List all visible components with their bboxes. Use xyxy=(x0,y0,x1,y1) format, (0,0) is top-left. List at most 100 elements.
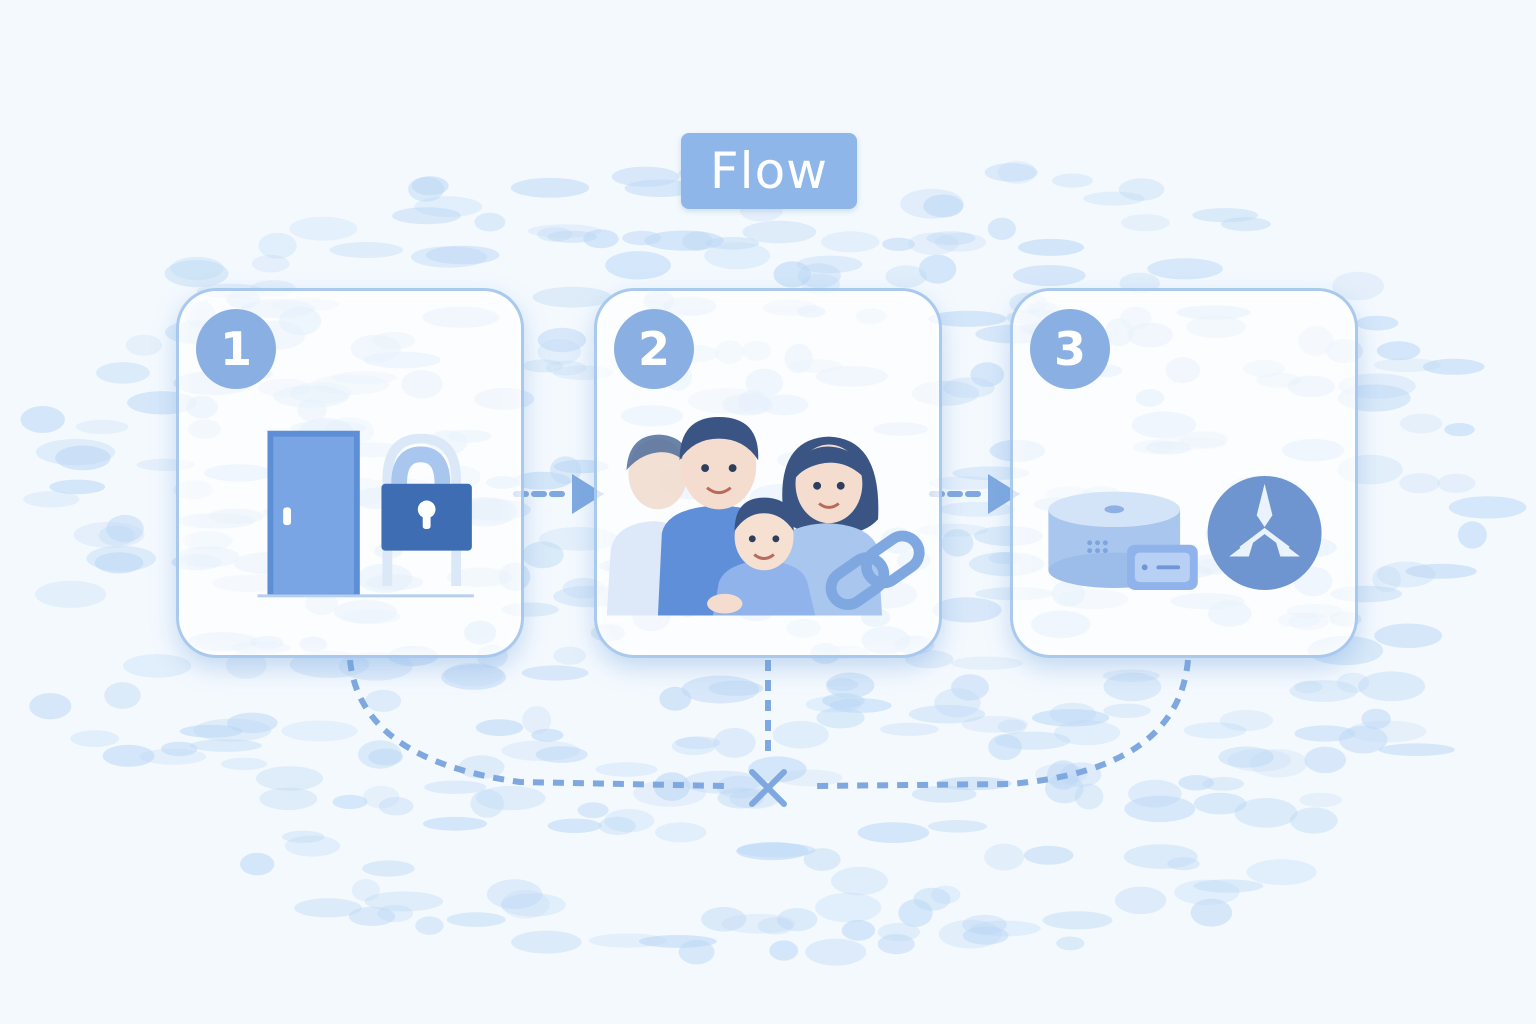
watercolor-blob xyxy=(1444,423,1475,437)
watercolor-blob xyxy=(70,730,119,747)
watercolor-blob xyxy=(704,242,771,270)
watercolor-blob xyxy=(527,224,602,238)
watercolor-blob xyxy=(1124,795,1196,823)
watercolor-blob xyxy=(1023,845,1074,865)
watercolor-blob xyxy=(796,255,863,273)
watercolor-blob xyxy=(918,254,957,284)
watercolor-blob xyxy=(797,263,841,288)
watercolor-blob xyxy=(104,682,141,709)
watercolor-blob xyxy=(624,179,696,198)
watercolor-blob xyxy=(961,715,1028,733)
watercolor-blob xyxy=(1060,762,1102,788)
step-card-2: 2 xyxy=(594,288,942,658)
watercolor-blob xyxy=(1083,191,1145,206)
watercolor-blob xyxy=(877,934,915,955)
watercolor-blob xyxy=(106,514,144,543)
watercolor-blob xyxy=(988,734,1022,761)
watercolor-blob xyxy=(1234,798,1298,828)
watercolor-blob xyxy=(377,904,414,923)
watercolor-blob xyxy=(23,491,80,508)
watercolor-blob xyxy=(537,327,587,353)
watercolor-blob xyxy=(681,675,760,704)
watercolor-blob xyxy=(1289,807,1338,834)
watercolor-blob xyxy=(1372,566,1401,593)
watercolor-blob xyxy=(898,899,933,927)
padlock-icon xyxy=(381,433,472,587)
watercolor-blob xyxy=(537,227,573,242)
watercolor-blob xyxy=(170,256,224,281)
watercolor-blob xyxy=(1202,777,1244,791)
watercolor-blob xyxy=(547,818,602,833)
watercolor-blob xyxy=(595,762,658,777)
watercolor-blob xyxy=(1192,208,1258,223)
watercolor-blob xyxy=(75,419,129,434)
watercolor-blob xyxy=(500,893,566,917)
watercolor-blob xyxy=(414,196,483,218)
watercolor-blob xyxy=(348,906,396,927)
watercolor-blob xyxy=(332,794,368,810)
network-logo-icon xyxy=(1207,475,1322,590)
watercolor-blob xyxy=(1227,748,1292,772)
step-number-badge: 3 xyxy=(1030,309,1110,389)
watercolor-blob xyxy=(545,360,587,376)
watercolor-blob xyxy=(880,722,939,736)
watercolor-blob xyxy=(425,245,500,265)
watercolor-blob xyxy=(577,802,609,819)
watercolor-blob xyxy=(1174,879,1240,905)
watercolor-blob xyxy=(1304,746,1346,774)
watercolor-blob xyxy=(932,597,1002,623)
watercolor-blob xyxy=(1018,238,1084,256)
smart-speaker-icon xyxy=(1048,491,1181,588)
watercolor-blob xyxy=(1399,473,1440,494)
watercolor-blob xyxy=(415,916,444,935)
watercolor-blob xyxy=(1448,496,1527,519)
watercolor-blob xyxy=(1183,722,1247,739)
watercolor-blob xyxy=(363,785,400,809)
watercolor-blob xyxy=(1294,680,1323,694)
watercolor-blob xyxy=(553,646,586,665)
watercolor-blob xyxy=(164,260,229,288)
watercolor-blob xyxy=(139,748,207,765)
watercolor-blob xyxy=(1246,859,1317,886)
watercolor-blob xyxy=(757,917,794,935)
watercolor-blob xyxy=(55,445,111,471)
watercolor-blob xyxy=(102,744,155,767)
watercolor-blob xyxy=(829,698,892,713)
watercolor-blob xyxy=(446,912,506,927)
watercolor-blob xyxy=(161,741,198,757)
watercolor-blob xyxy=(928,310,1007,327)
watercolor-blob xyxy=(934,232,987,252)
watercolor-blob xyxy=(362,860,415,877)
watercolor-blob xyxy=(458,755,505,779)
watercolor-blob xyxy=(35,580,107,608)
watercolor-blob xyxy=(737,842,816,858)
watercolor-blob xyxy=(857,822,930,843)
watercolor-blob xyxy=(470,789,505,818)
watercolor-blob xyxy=(189,739,262,752)
watercolor-blob xyxy=(926,231,976,246)
watercolor-blob xyxy=(510,177,590,198)
chain-link-icon xyxy=(825,530,925,610)
watercolor-blob xyxy=(240,852,275,876)
watercolor-blob xyxy=(49,479,106,495)
watercolor-blob xyxy=(1054,720,1121,746)
watercolor-blob xyxy=(970,920,1041,937)
watercolor-blob xyxy=(537,338,581,365)
watercolor-blob xyxy=(935,776,1012,791)
watercolor-blob xyxy=(1114,886,1167,915)
watercolor-blob xyxy=(1167,857,1200,871)
watercolor-blob xyxy=(951,656,1023,670)
watercolor-blob xyxy=(1378,743,1455,756)
watercolor-blob xyxy=(501,740,580,761)
watercolor-blob xyxy=(123,654,192,678)
watercolor-blob xyxy=(776,769,843,787)
watercolor-blob xyxy=(96,362,150,384)
watercolor-blob xyxy=(943,377,995,399)
watercolor-blob xyxy=(94,552,144,574)
watercolor-blob xyxy=(644,230,724,251)
watercolor-blob xyxy=(501,889,550,919)
watercolor-blob xyxy=(531,728,564,742)
watercolor-blob xyxy=(1347,720,1427,743)
watercolor-blob xyxy=(997,160,1037,184)
watercolor-blob xyxy=(1103,703,1151,718)
